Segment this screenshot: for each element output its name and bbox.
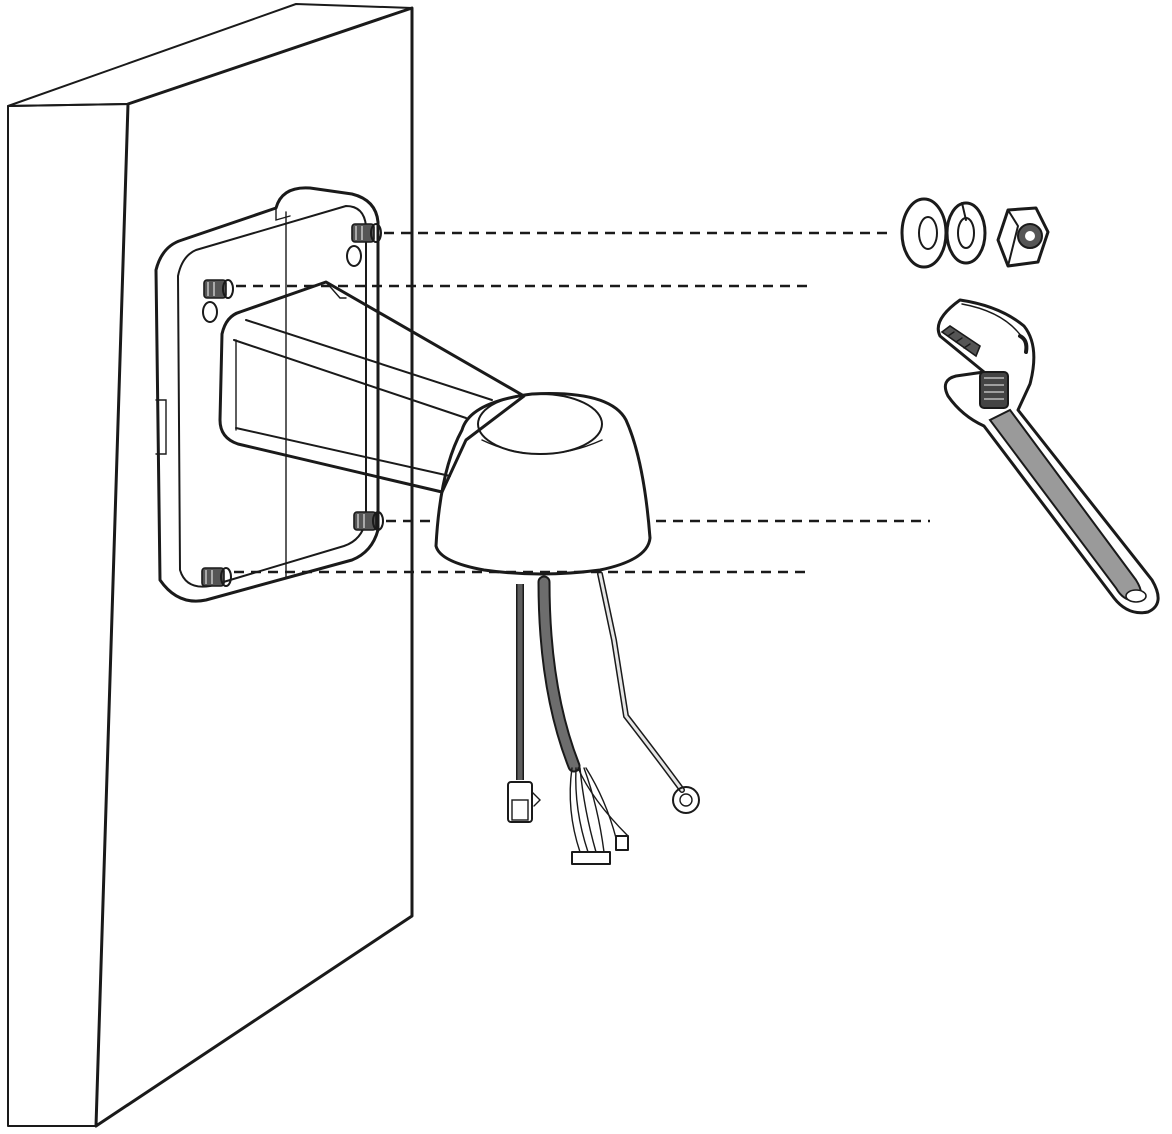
flat-washer-icon xyxy=(900,197,948,269)
mount-studs xyxy=(201,223,384,587)
wall-side-hatch xyxy=(7,103,129,1127)
adjustable-wrench-icon xyxy=(936,298,1160,615)
stud-top-left xyxy=(203,279,234,299)
multicore-cable xyxy=(537,575,629,865)
wrench-jaw-teeth xyxy=(940,325,981,358)
spring-washer-icon xyxy=(945,201,987,265)
bracket-arm xyxy=(218,280,526,494)
ground-cable xyxy=(597,571,700,814)
alignment-lines xyxy=(234,231,930,574)
wall-top-edge xyxy=(7,3,413,107)
wall-face xyxy=(94,6,414,1128)
wire-header-connector xyxy=(571,851,611,865)
ground-ring-terminal-icon xyxy=(672,786,700,814)
small-connector xyxy=(615,835,629,851)
ethernet-cable xyxy=(507,584,541,823)
cables xyxy=(507,571,700,865)
mount-plate xyxy=(154,186,380,603)
hardware-set xyxy=(900,197,1050,269)
wall xyxy=(7,3,414,1128)
rj45-connector-icon xyxy=(507,781,541,823)
stud-bottom-right xyxy=(353,511,384,531)
wrench-worm-gear xyxy=(979,371,1009,409)
hex-nut-icon xyxy=(996,206,1050,268)
dome-housing xyxy=(434,392,652,576)
stud-bottom-left xyxy=(201,567,232,587)
stud-top-right xyxy=(351,223,382,243)
multicore-wire-bundle xyxy=(569,767,629,853)
